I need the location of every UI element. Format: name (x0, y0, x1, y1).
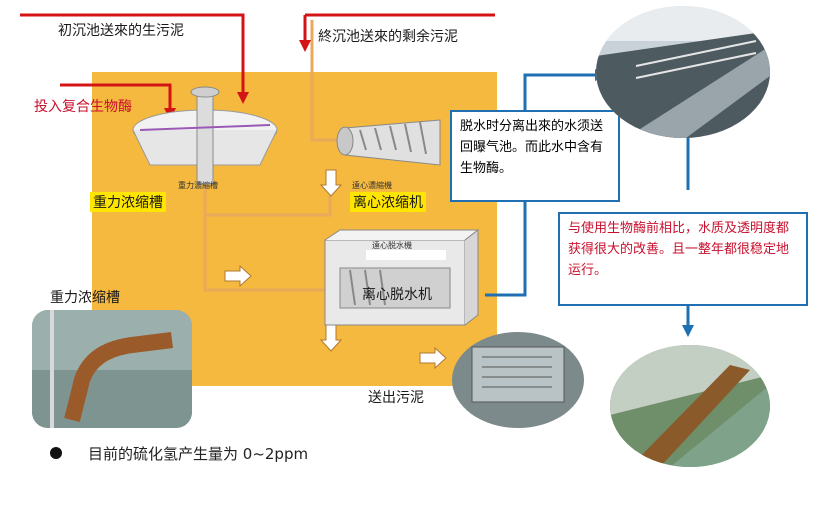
arrow-head-down (682, 325, 694, 337)
gravity-tank-photo (32, 310, 192, 428)
clear-water-image (610, 345, 770, 467)
primary-sludge-label: 初沉池送來的生污泥 (58, 23, 184, 39)
final-sludge-label: 終沉池送來的剩余污泥 (318, 29, 458, 45)
tiny-centrifuge-thick-label: 遠心濃縮機 (352, 181, 392, 190)
tiny-centrifuge-dewater-label: 遠心脱水機 (372, 241, 412, 250)
sludge-out-photo (452, 332, 584, 428)
aeration-tank-photo (596, 6, 770, 138)
down-arrow-1 (319, 169, 343, 197)
pipe-image (32, 310, 192, 428)
h2s-level-text: 目前的硫化氢产生量为 0~2ppm (88, 445, 309, 463)
water-return-callout: 脱水时分离出來的水须送回曝气池。而此水中含有生物酶。 (450, 110, 620, 202)
centrifuge-dewater-label: 离心脱水机 (362, 287, 432, 303)
aeration-image (596, 6, 770, 138)
improvement-callout: 与使用生物酶前相比，水质及透明度都获得很大的改善。且一整年都很稳定地运行。 (558, 212, 808, 306)
clear-water-photo (610, 345, 770, 467)
right-arrow-2 (419, 346, 447, 370)
bullet-dot (50, 447, 62, 459)
gravity-tank-photo-label: 重力浓缩槽 (50, 290, 120, 306)
centrifuge-thickener-drawing (336, 119, 441, 166)
down-arrow-2 (319, 324, 343, 352)
add-enzyme-label: 投入复合生物酶 (34, 99, 132, 115)
input-lines (20, 13, 495, 110)
centrifuge-thickener-label: 离心浓缩机 (350, 192, 426, 212)
sludge-out-label: 送出污泥 (368, 390, 424, 406)
right-arrow-1 (224, 264, 252, 288)
arrow-head-final (299, 40, 311, 52)
gravity-tank-drawing (132, 86, 278, 185)
flow-arrows (224, 169, 447, 370)
gravity-tank-label: 重力浓缩槽 (90, 192, 166, 212)
label-plate (366, 250, 446, 260)
tiny-gravity-label: 重力濃縮槽 (178, 181, 218, 190)
sludge-out-image (452, 332, 584, 428)
arrow-head-primary (237, 92, 249, 104)
